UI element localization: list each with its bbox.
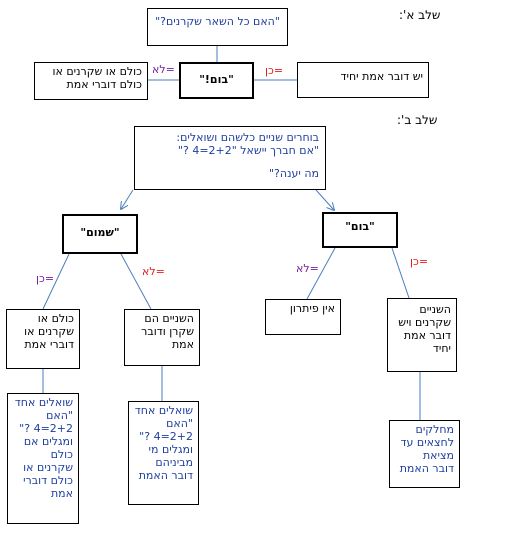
final-2-line-3: 2+2=4 ?" <box>139 430 193 443</box>
connector-shmum-yes <box>42 253 70 310</box>
final-1-line-3: 2+2=4 ?" <box>19 422 73 435</box>
final-2-line-6: דובר האמת <box>138 469 193 482</box>
final-1-line-5: כולם <box>50 448 73 461</box>
arrow-to-shmum <box>121 189 134 209</box>
boom-label-yes: =כן <box>410 255 429 268</box>
connector-shmum-no <box>120 253 152 310</box>
stage-a-right-text: יש דובר אמת יחיד <box>340 70 423 83</box>
all-same-line-3: דוברי אמת <box>24 338 74 351</box>
liar-truth-line-2: שקרן ודובר <box>141 325 194 338</box>
final-1-line-8: אמת <box>50 487 73 500</box>
stage-a-label-yes: =כן <box>265 64 284 77</box>
final-1-line-7: כולם דוברי <box>23 474 73 487</box>
stage-b-top-line-1: בוחרים שניים כלשהם ושואלים: <box>176 131 319 144</box>
stage-a-left-box: כולם או שקרנים או כולם דוברי אמת <box>34 62 148 100</box>
stage-a-boom-text: "בום!" <box>199 73 234 86</box>
two-liars-line-3: דובר אמת <box>403 329 451 342</box>
no-solution-text: אין פיתרון <box>289 302 335 315</box>
stage-a-right-box: יש דובר אמת יחיד <box>297 62 429 98</box>
stage-a-left-line-1: כולם או שקרנים או <box>52 65 142 78</box>
final-2-line-5: מביניהם <box>155 456 193 469</box>
final-1-line-2: "האם <box>46 409 73 422</box>
stage-b-heading: שלב ב': <box>397 113 438 127</box>
final-3-line-1: מחלקים <box>415 423 454 436</box>
final-1-line-6: שקרנים או <box>23 461 73 474</box>
all-same-line-1: כולם או <box>37 312 74 325</box>
two-liars-line-1: השניים <box>419 303 451 316</box>
two-liars-line-4: יחיד <box>432 342 451 355</box>
connector-boom-no <box>306 247 336 300</box>
boom-label-no: =לא <box>296 262 319 275</box>
final-2-line-2: "האם <box>166 417 193 430</box>
final-box-3: מחלקים לחצאים עד מציאת דובר האמת <box>389 420 460 488</box>
final-1-line-1: שואלים אחד <box>14 396 73 409</box>
stage-a-question-text: "האם כל השאר שקרנים?" <box>155 15 280 28</box>
liar-truth-line-1: השניים הם <box>144 312 194 325</box>
shmum-box: "שמום" <box>62 214 138 254</box>
two-liars-line-2: שקרנים ויש <box>398 316 451 329</box>
final-3-line-3: מציאת <box>422 449 454 462</box>
stage-a-heading: שלב א': <box>399 8 441 22</box>
box-all-same: כולם או שקרנים או דוברי אמת <box>6 309 80 369</box>
stage-b-top-line-3: מה יענה?" <box>269 167 319 180</box>
stage-b-boom-box: "בום" <box>322 212 398 248</box>
box-no-solution: אין פיתרון <box>265 299 341 335</box>
stage-a-left-line-2: כולם דוברי אמת <box>66 78 142 91</box>
stage-b-top-line-2: "אם חברך יישאל "2+2=4 ?" <box>177 144 319 157</box>
stage-a-boom-box: "בום!" <box>179 62 254 99</box>
final-1-line-4: ומגלים אם <box>23 435 73 448</box>
all-same-line-2: שקרנים או <box>24 325 74 338</box>
final-box-1: שואלים אחד "האם 2+2=4 ?" ומגלים אם כולם … <box>7 393 79 524</box>
shmum-label-no: =לא <box>142 265 165 278</box>
box-two-liars: השניים שקרנים ויש דובר אמת יחיד <box>387 298 457 372</box>
final-3-line-4: דובר האמת <box>399 462 454 475</box>
stage-a-label-no: =לא <box>152 63 175 76</box>
final-2-line-1: שואלים אחד <box>134 404 193 417</box>
final-box-2: שואלים אחד "האם 2+2=4 ?" ומגלים מי מביני… <box>128 401 199 505</box>
arrow-to-boom <box>315 189 334 210</box>
connector-boom-yes <box>391 247 410 299</box>
shmum-label-yes: =כן <box>36 272 55 285</box>
stage-b-boom-text: "בום" <box>345 220 375 233</box>
shmum-text: "שמום" <box>80 226 120 239</box>
box-liar-truth: השניים הם שקרן ודובר אמת <box>124 309 200 366</box>
stage-b-top-box: בוחרים שניים כלשהם ושואלים: "אם חברך ייש… <box>134 126 326 190</box>
stage-a-question-box: "האם כל השאר שקרנים?" <box>147 8 288 46</box>
liar-truth-line-3: אמת <box>171 338 194 351</box>
final-2-line-4: ומגלים מי <box>148 443 193 456</box>
final-3-line-2: לחצאים עד <box>400 436 454 449</box>
